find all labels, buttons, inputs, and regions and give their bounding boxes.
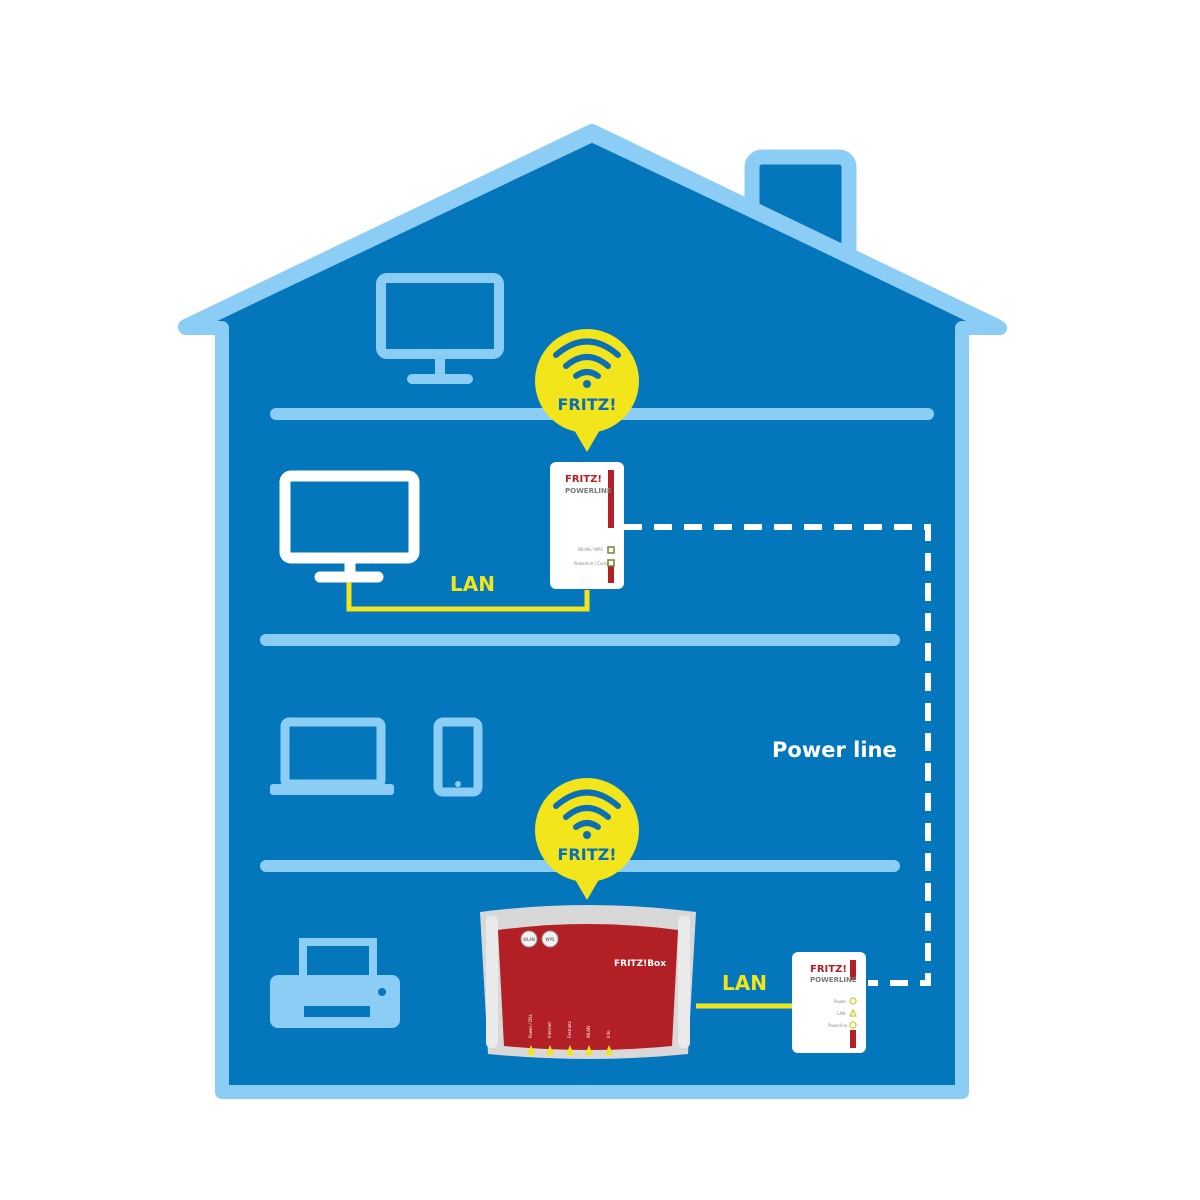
lower-bubble-text: FRITZ!: [557, 845, 616, 864]
lower-adapter-led3: [849, 1021, 857, 1029]
lower-adapter-model: POWERLINE: [810, 976, 857, 984]
power-line-label: Power line: [772, 738, 897, 762]
router-led-label-5: Info: [606, 1030, 611, 1038]
router-brand: FRITZ!Box: [614, 959, 666, 969]
router-led-label-3: Festnetz: [567, 1021, 572, 1038]
router-leds: [527, 1045, 613, 1055]
upper-adapter-model: POWERLINE: [565, 487, 612, 495]
upper-lan-cable: [346, 582, 590, 612]
upper-adapter-led1: [607, 546, 615, 554]
upper-adapter-led2: [607, 559, 615, 567]
router-wps-label: WPS: [546, 937, 555, 942]
printer-icon: [270, 938, 400, 1028]
lower-lan-label: LAN: [722, 971, 767, 995]
roof-outline: [178, 124, 1005, 335]
lower-adapter-led2: [849, 1008, 857, 1017]
wifi-icon: [553, 338, 621, 379]
monitor-icon: [376, 273, 504, 384]
upper-fritz-bubble: FRITZ!: [535, 329, 639, 452]
router-led-label-1: Power / DSL: [528, 1013, 533, 1038]
lower-fritz-bubble: FRITZ!: [535, 778, 639, 900]
router-led-label-4: WLAN: [586, 1026, 591, 1038]
router-led-label-2: Internet: [547, 1022, 552, 1038]
upper-powerline-adapter: FRITZ! POWERLINE WLAN / WPS Powerline / …: [550, 462, 624, 589]
lower-adapter-brand: FRITZ!: [810, 964, 847, 975]
tablet-icon: [433, 717, 483, 797]
tv-icon: [279, 470, 420, 583]
lower-adapter-led3-label: Powerline: [828, 1023, 848, 1028]
house: [178, 124, 1007, 1099]
wifi-icon: [553, 789, 621, 830]
lower-adapter-led2-label: LAN: [837, 1011, 845, 1016]
lower-adapter-led1-label: Power: [834, 999, 846, 1004]
fritzbox-router: WLAN WPS FRITZ!Box Power / DSL Internet …: [480, 905, 696, 1059]
lower-powerline-adapter: FRITZ! POWERLINE Power LAN Powerline: [792, 952, 866, 1053]
upper-adapter-brand: FRITZ!: [565, 474, 602, 485]
upper-adapter-led2-label: Powerline / Connect: [574, 561, 614, 566]
router-wlan-label: WLAN: [523, 937, 535, 942]
upper-adapter-led1-label: WLAN / WPS: [578, 547, 603, 552]
router-wlan-button: [520, 930, 538, 948]
power-line-cable: [624, 524, 931, 986]
lower-adapter-led1: [849, 997, 857, 1005]
upper-lan-label: LAN: [450, 572, 495, 596]
laptop-base: [270, 784, 394, 795]
router-wps-button: [541, 930, 559, 948]
upper-bubble-text: FRITZ!: [557, 395, 616, 414]
